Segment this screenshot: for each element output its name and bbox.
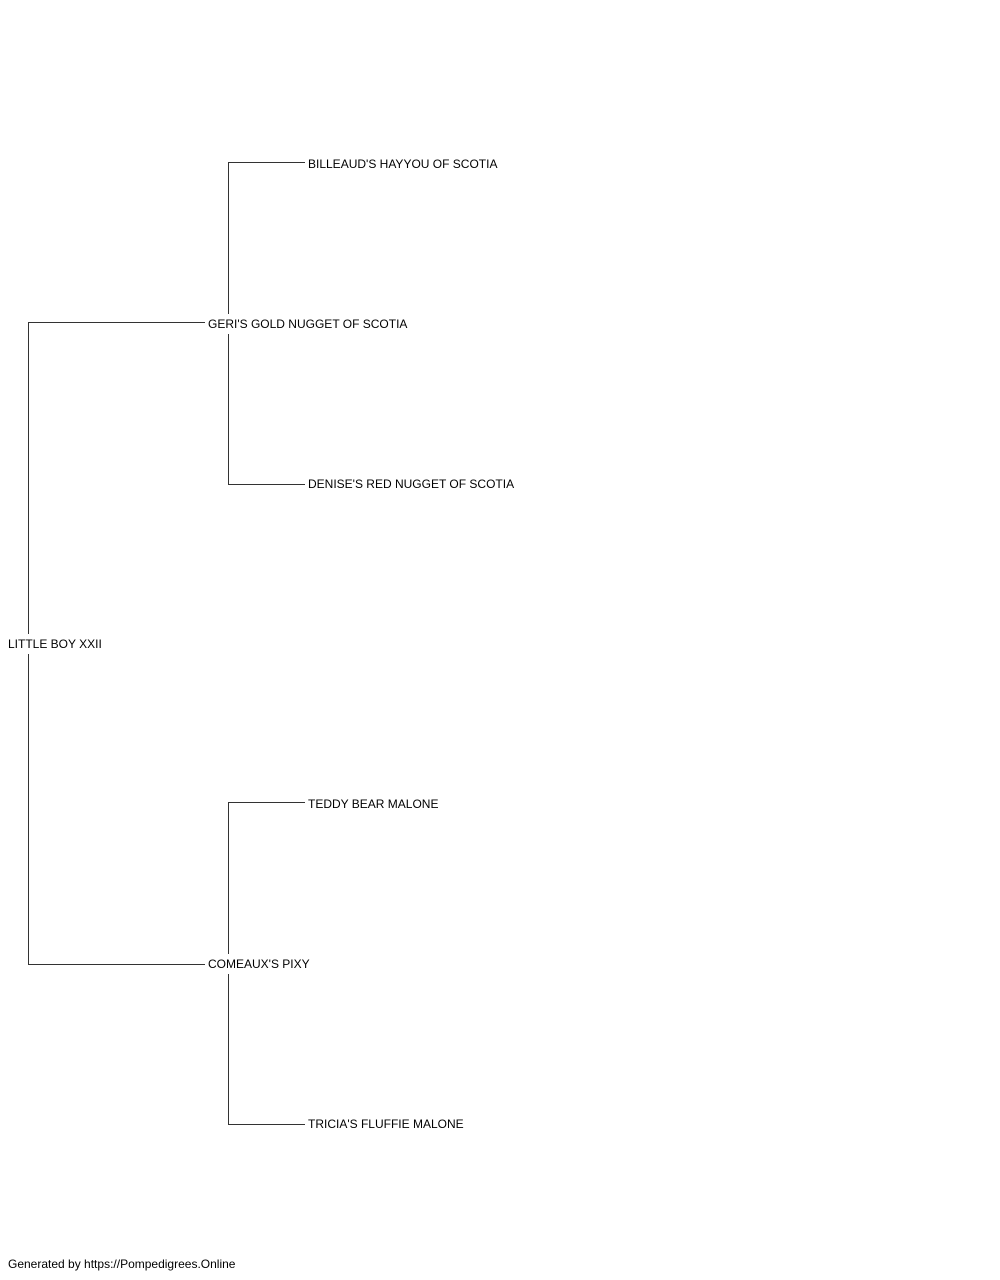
dam-name: COMEAUX'S PIXY	[207, 957, 311, 971]
connector-sire-dam	[228, 334, 305, 485]
connector-sire-sire	[228, 162, 305, 314]
dam-sire-name: TEDDY BEAR MALONE	[307, 797, 440, 811]
connector-root-dam	[28, 654, 205, 965]
sire-sire-name: BILLEAUD'S HAYYOU OF SCOTIA	[307, 157, 499, 171]
sire-name: GERI'S GOLD NUGGET OF SCOTIA	[207, 317, 409, 331]
connector-dam-dam	[228, 974, 305, 1125]
connector-dam-sire	[228, 802, 305, 954]
connector-root-sire	[28, 322, 205, 634]
dam-dam-name: TRICIA'S FLUFFIE MALONE	[307, 1117, 465, 1131]
subject-name: LITTLE BOY XXII	[7, 637, 103, 651]
footer-credit: Generated by https://Pompedigrees.Online	[8, 1257, 236, 1271]
sire-dam-name: DENISE'S RED NUGGET OF SCOTIA	[307, 477, 516, 491]
